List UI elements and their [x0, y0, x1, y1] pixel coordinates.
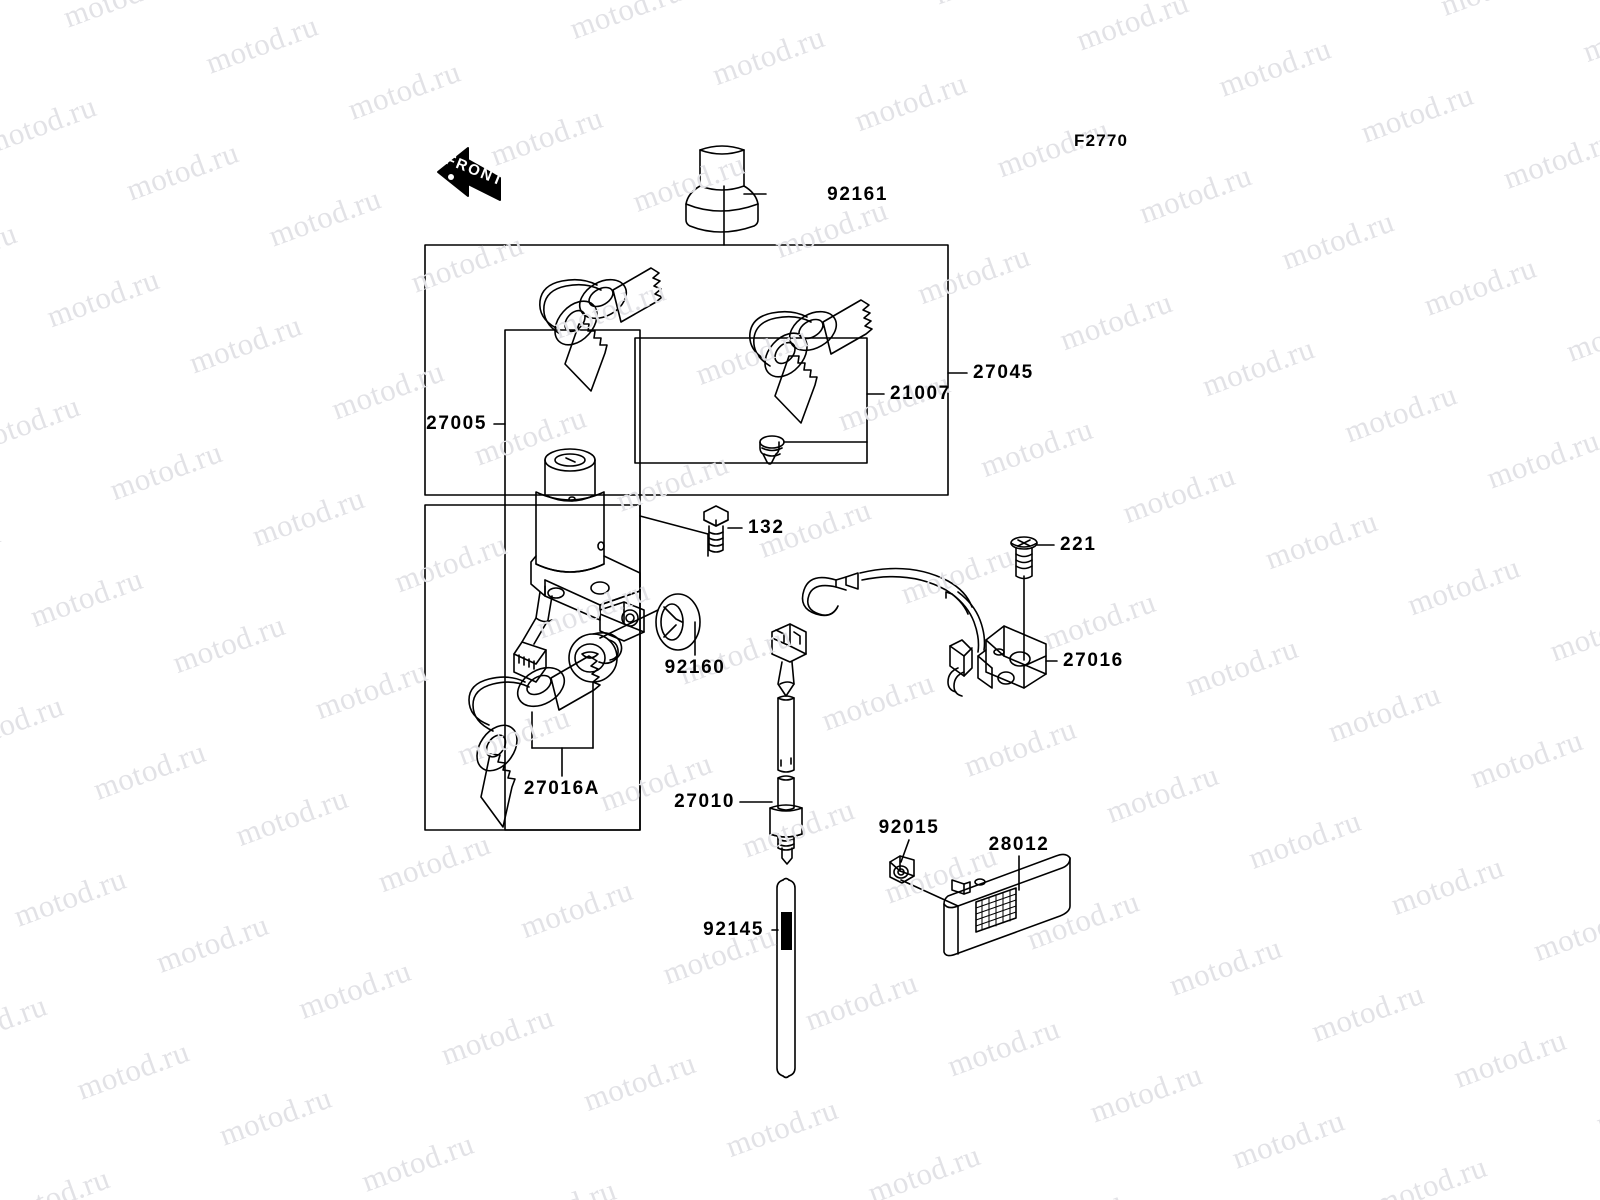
part-27016a-cylinder [568, 632, 623, 683]
part-21007-rotor [759, 435, 785, 465]
group-box-27016a-outer [424, 504, 641, 831]
part-27010-switch [769, 623, 807, 865]
part-27016a-keys [468, 655, 601, 828]
part-28012-reflector [943, 853, 1071, 957]
front-arrow-icon [437, 147, 501, 201]
group-box-27005 [504, 329, 641, 831]
part-27005-keys [539, 267, 663, 392]
leader-lines [493, 185, 1058, 931]
part-92015-nut [889, 855, 915, 884]
part-27016-seat-lock [801, 567, 1047, 697]
group-box-21007 [634, 337, 868, 464]
part-92161-cap [685, 145, 759, 233]
part-92145-spring [776, 877, 796, 1079]
part-ignition-switch-body [513, 448, 645, 683]
part-21007-keys [749, 299, 873, 424]
part-221-screw [1010, 536, 1038, 580]
part-132-bolt [703, 505, 729, 553]
part-92160-damper [655, 593, 701, 651]
group-box-27045 [424, 244, 949, 496]
